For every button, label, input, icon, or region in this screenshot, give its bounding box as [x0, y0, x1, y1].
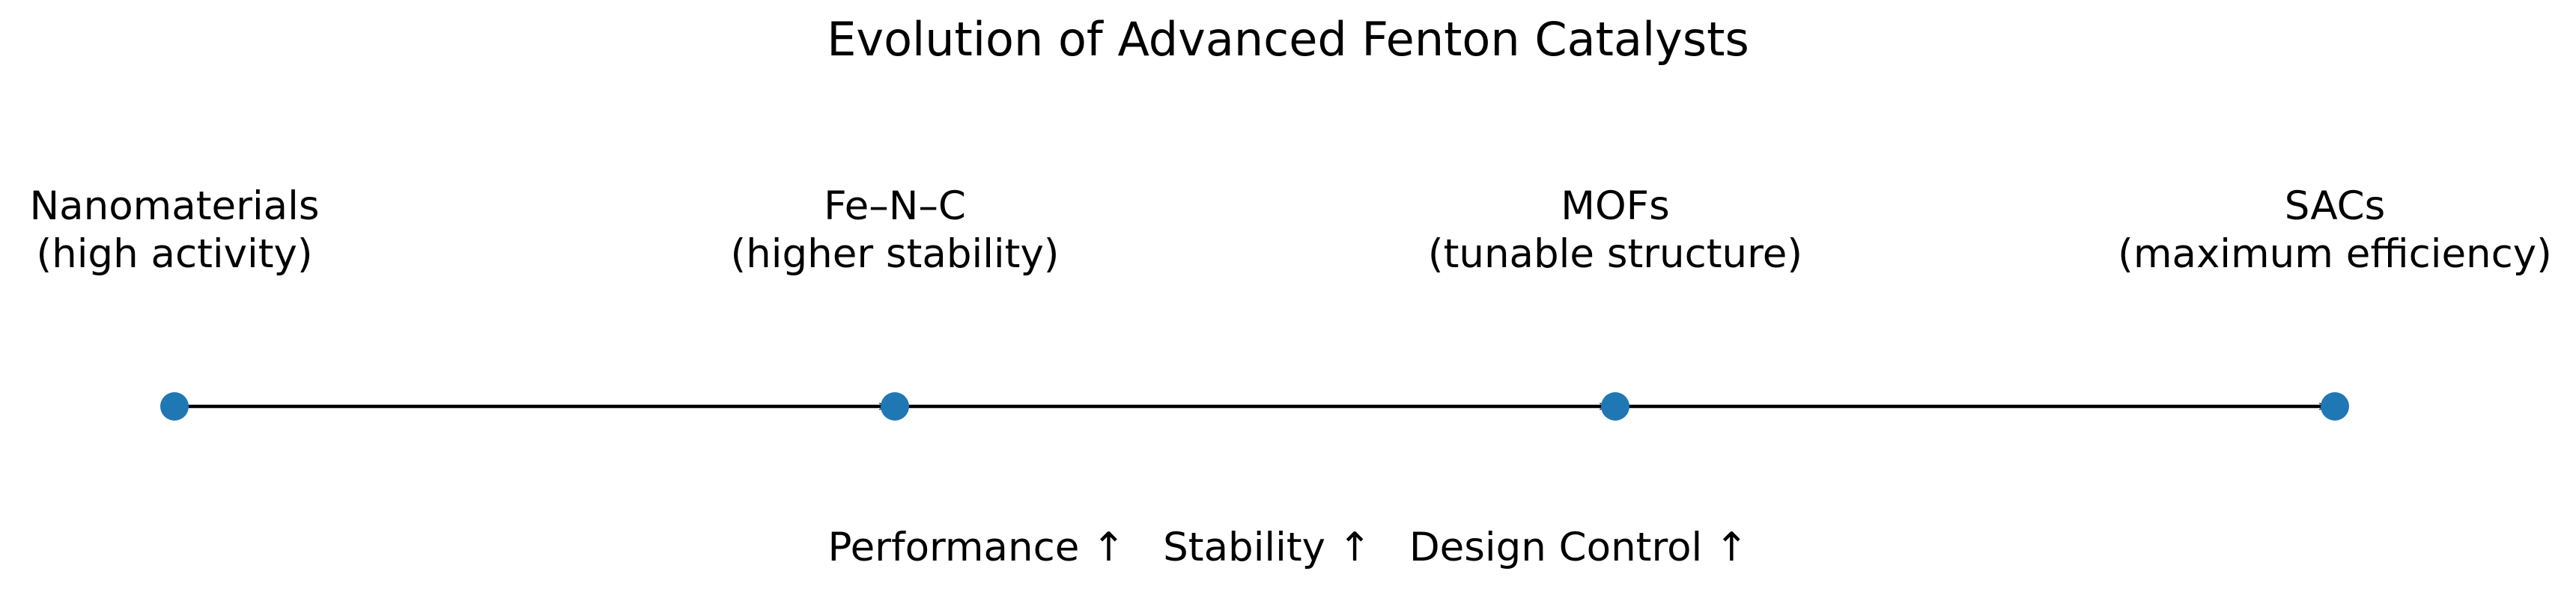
stage-description: (high activity) [36, 231, 313, 277]
diagram-title: Evolution of Advanced Fenton Catalysts [827, 12, 1749, 67]
timeline-node-sacs [2321, 392, 2349, 421]
timeline-node-nanomaterials [160, 392, 189, 421]
timeline-node-fe-n-c [881, 392, 909, 421]
stage-label-sacs: SACs (maximum efficiency) [2035, 183, 2576, 278]
stage-name: SACs [2284, 183, 2386, 229]
stage-label-nanomaterials: Nanomaterials (high activity) [0, 183, 474, 278]
trend-caption: Performance ↑ Stability ↑ Design Control… [827, 525, 1749, 570]
stage-name: MOFs [1561, 183, 1670, 229]
stage-description: (tunable structure) [1427, 231, 1803, 277]
stage-name: Fe–N–C [824, 183, 966, 229]
stage-name: Nanomaterials [29, 183, 320, 229]
timeline-node-mofs [1601, 392, 1629, 421]
stage-description: (higher stability) [730, 231, 1060, 277]
stage-label-mofs: MOFs (tunable structure) [1316, 183, 1915, 278]
stage-label-fe-n-c: Fe–N–C (higher stability) [595, 183, 1194, 278]
stage-description: (maximum efficiency) [2118, 231, 2552, 277]
